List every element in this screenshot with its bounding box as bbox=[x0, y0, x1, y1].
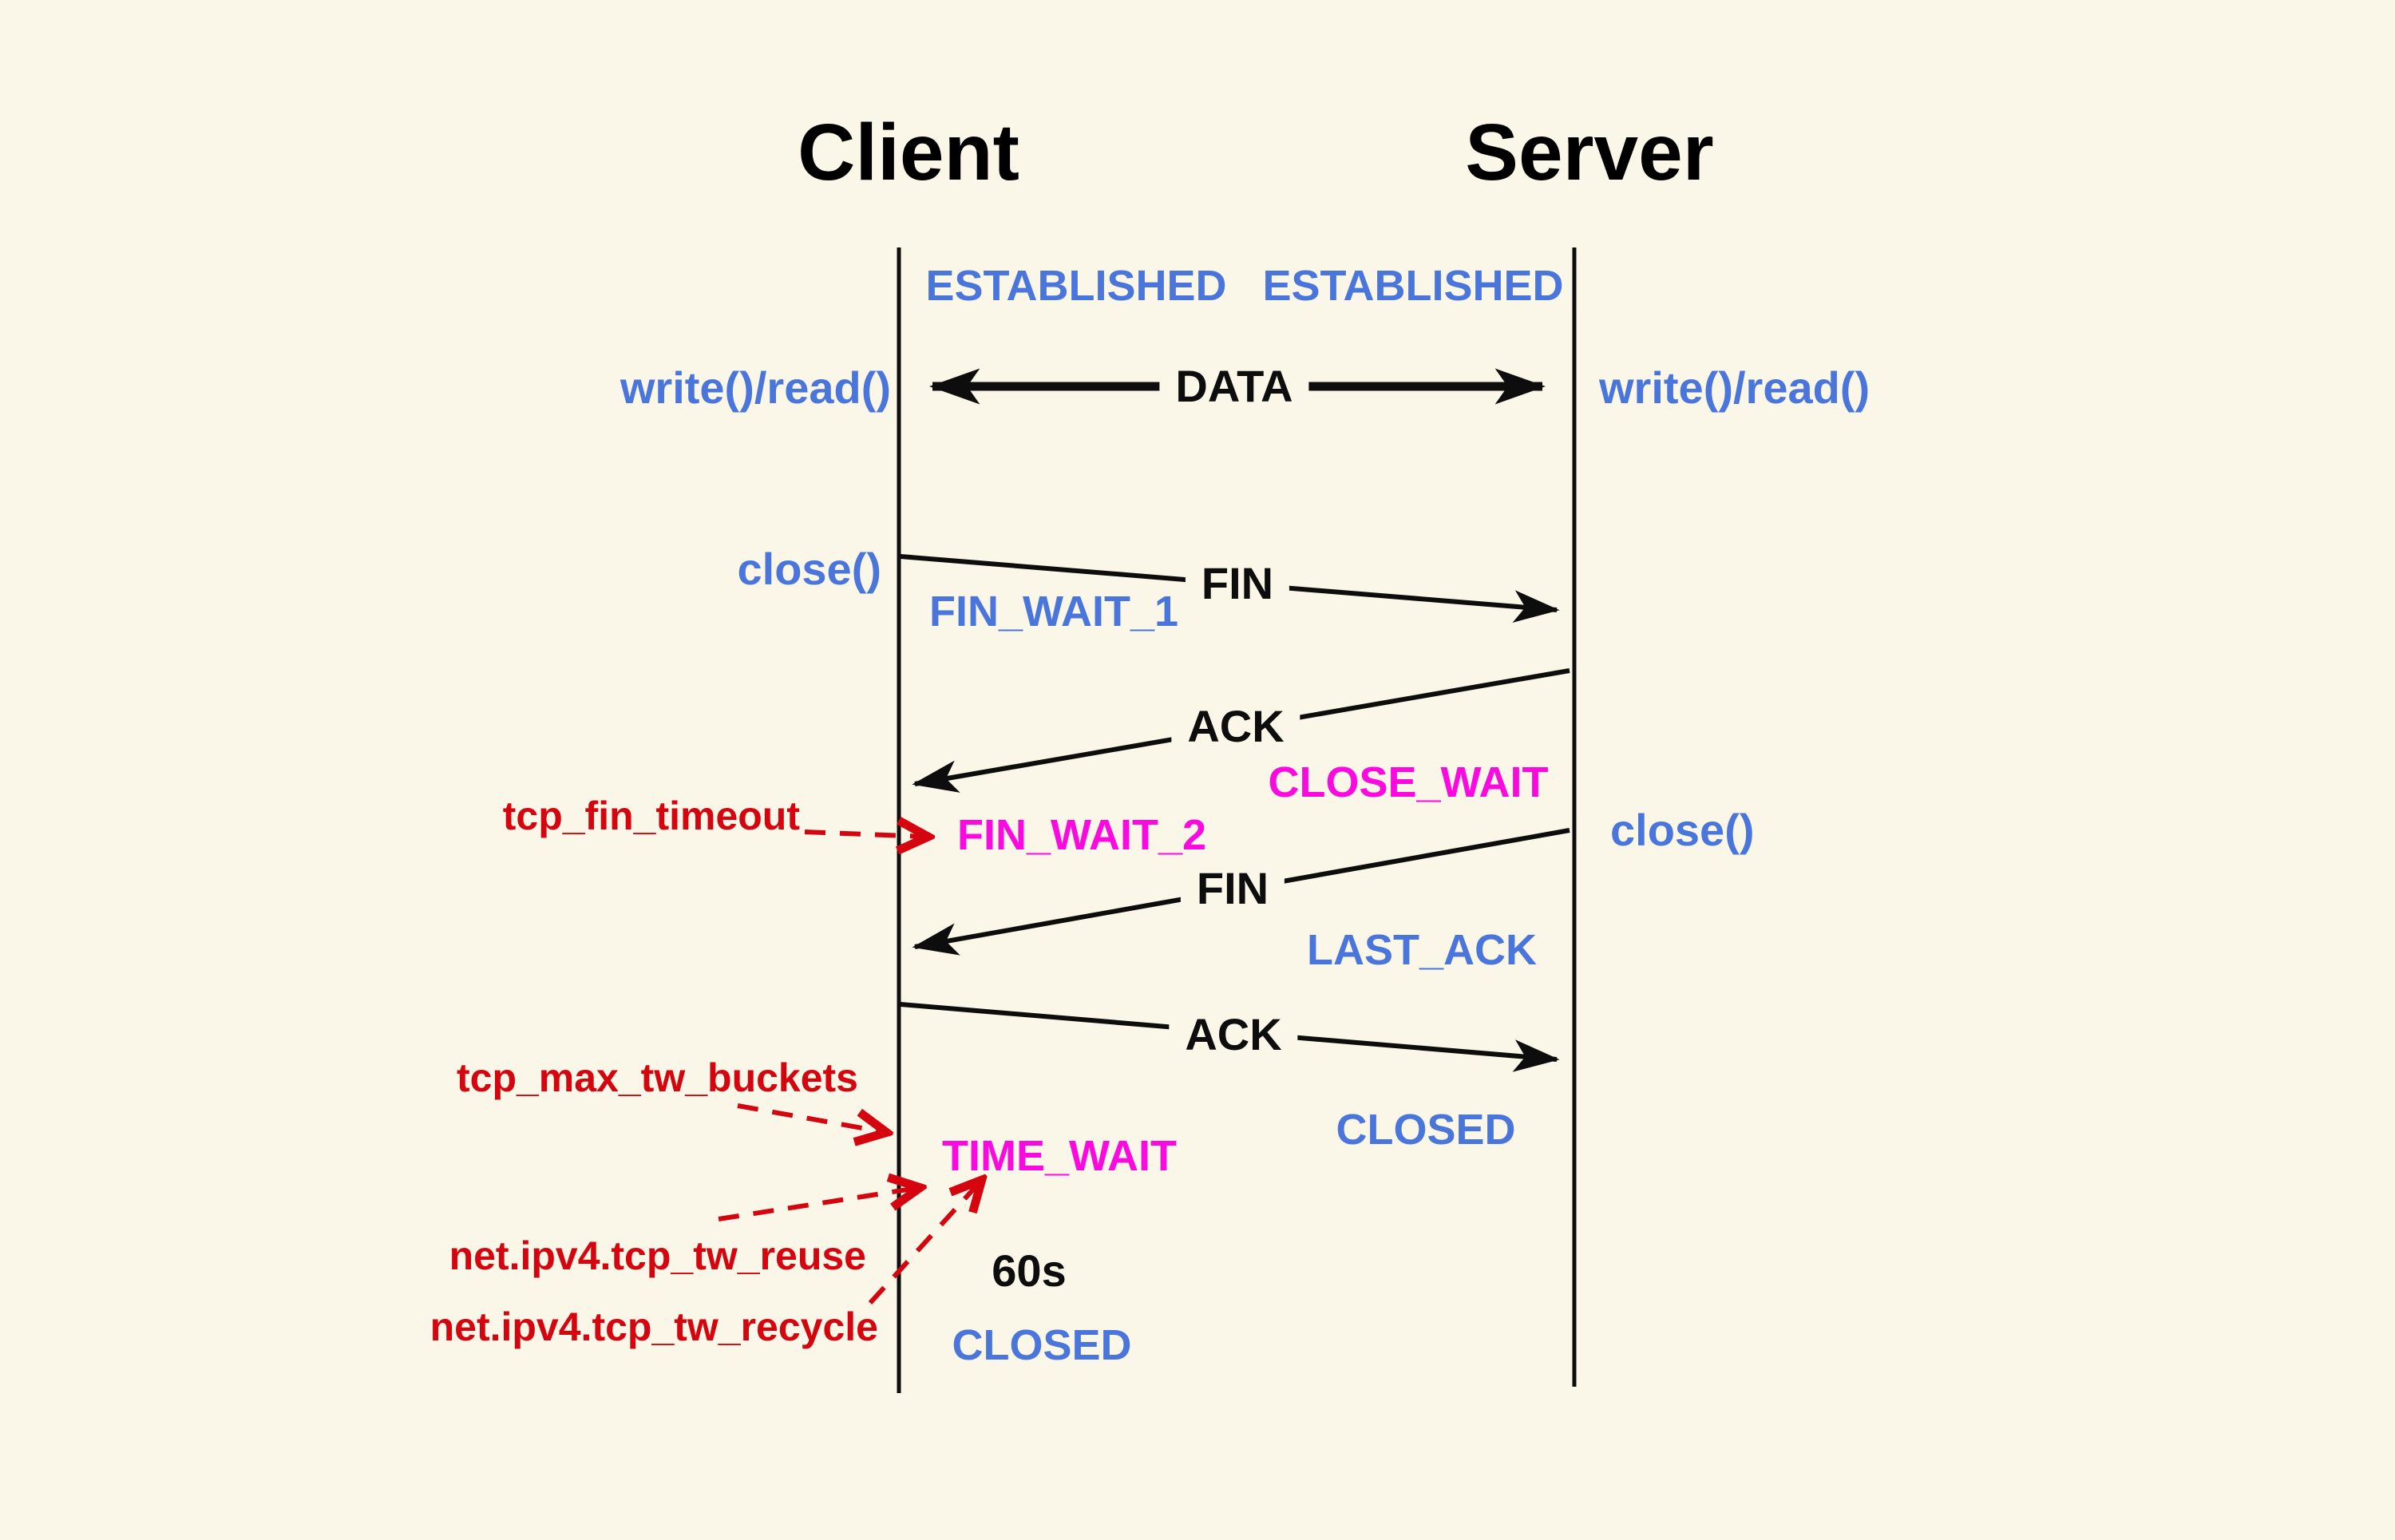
client-state-fin-wait-1: FIN_WAIT_1 bbox=[929, 588, 1179, 635]
tcp-max-tw-buckets-pointer-arrow bbox=[737, 1103, 885, 1132]
client-state-established: ESTABLISHED bbox=[925, 262, 1227, 310]
param-tcp-tw-recycle: net.ipv4.tcp_tw_recycle bbox=[430, 1304, 878, 1349]
param-tcp-max-tw-buckets: tcp_max_tw_buckets bbox=[456, 1055, 858, 1100]
param-tcp-tw-reuse: net.ipv4.tcp_tw_reuse bbox=[449, 1233, 866, 1278]
server-state-established: ESTABLISHED bbox=[1262, 262, 1564, 310]
ack-message-label-2: ACK bbox=[1169, 1012, 1298, 1057]
fin-message-label-2: FIN bbox=[1180, 866, 1285, 911]
client-write-read-call: write()/read() bbox=[620, 362, 891, 413]
server-state-closed: CLOSED bbox=[1336, 1106, 1516, 1154]
data-message-label: DATA bbox=[1159, 364, 1309, 409]
time-wait-duration-label: 60s bbox=[992, 1245, 1067, 1296]
fin-message-label-1: FIN bbox=[1185, 561, 1290, 606]
tcp-fin-timeout-pointer-arrow bbox=[804, 832, 926, 837]
server-close-call: close() bbox=[1610, 805, 1755, 855]
client-close-call: close() bbox=[737, 544, 882, 594]
client-state-time-wait: TIME_WAIT bbox=[942, 1132, 1177, 1180]
param-tcp-fin-timeout: tcp_fin_timeout bbox=[502, 794, 800, 838]
client-state-closed: CLOSED bbox=[952, 1321, 1132, 1369]
ack-message-label-1: ACK bbox=[1171, 704, 1300, 749]
client-state-fin-wait-2: FIN_WAIT_2 bbox=[957, 811, 1207, 859]
tcp-tw-recycle-pointer-arrow bbox=[868, 1182, 980, 1305]
server-state-close-wait: CLOSE_WAIT bbox=[1268, 758, 1549, 806]
server-title: Server bbox=[1465, 108, 1714, 197]
client-title: Client bbox=[798, 108, 1019, 197]
server-write-read-call: write()/read() bbox=[1599, 362, 1870, 413]
tcp-tw-reuse-pointer-arrow bbox=[718, 1188, 918, 1221]
server-state-last-ack: LAST_ACK bbox=[1306, 926, 1538, 974]
